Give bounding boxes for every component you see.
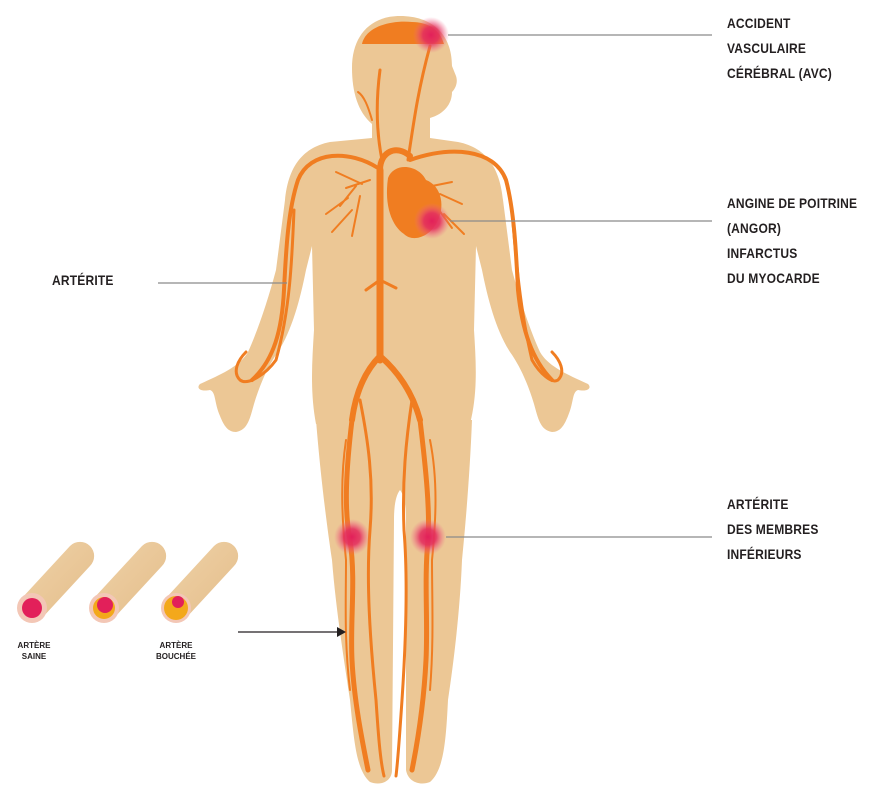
hotspot-right-knee bbox=[410, 519, 446, 555]
label-membres-line-2: DES MEMBRES bbox=[727, 517, 819, 542]
arrow-to-leg bbox=[238, 627, 346, 637]
label-angine-line-2: (ANGOR) bbox=[727, 216, 857, 241]
legs bbox=[316, 420, 472, 784]
body-silhouette bbox=[198, 16, 589, 784]
label-arterite: ARTÉRITE bbox=[52, 268, 114, 293]
label-membres: ARTÉRITE DES MEMBRES INFÉRIEURS bbox=[727, 492, 819, 567]
tube-healthy bbox=[17, 542, 94, 623]
legend-saine-line-1: ARTÈRE bbox=[4, 640, 64, 651]
label-avc-line-1: ACCIDENT bbox=[727, 11, 832, 36]
label-membres-line-1: ARTÉRITE bbox=[727, 492, 819, 517]
legend-bouchee-line-2: BOUCHÉE bbox=[146, 651, 206, 662]
label-avc-line-3: CÉRÉBRAL (AVC) bbox=[727, 61, 832, 86]
tube-partial bbox=[89, 542, 166, 623]
label-angine-line-4: DU MYOCARDE bbox=[727, 266, 857, 291]
label-angine-line-3: INFARCTUS bbox=[727, 241, 857, 266]
legend-saine-line-2: SAINE bbox=[4, 651, 64, 662]
hotspot-brain bbox=[413, 17, 449, 53]
label-arterite-line-1: ARTÉRITE bbox=[52, 268, 114, 293]
tube-blocked bbox=[161, 542, 238, 623]
hotspot-heart bbox=[414, 203, 450, 239]
artery-tubes bbox=[17, 542, 238, 623]
legend-artere-saine: ARTÈRE SAINE bbox=[4, 640, 64, 662]
label-avc: ACCIDENT VASCULAIRE CÉRÉBRAL (AVC) bbox=[727, 11, 832, 86]
label-angine: ANGINE DE POITRINE (ANGOR) INFARCTUS DU … bbox=[727, 191, 857, 291]
label-avc-line-2: VASCULAIRE bbox=[727, 36, 832, 61]
label-membres-line-3: INFÉRIEURS bbox=[727, 542, 819, 567]
hotspot-left-knee bbox=[334, 519, 370, 555]
legend-artere-bouchee: ARTÈRE BOUCHÉE bbox=[146, 640, 206, 662]
label-angine-line-1: ANGINE DE POITRINE bbox=[727, 191, 857, 216]
legend-bouchee-line-1: ARTÈRE bbox=[146, 640, 206, 651]
